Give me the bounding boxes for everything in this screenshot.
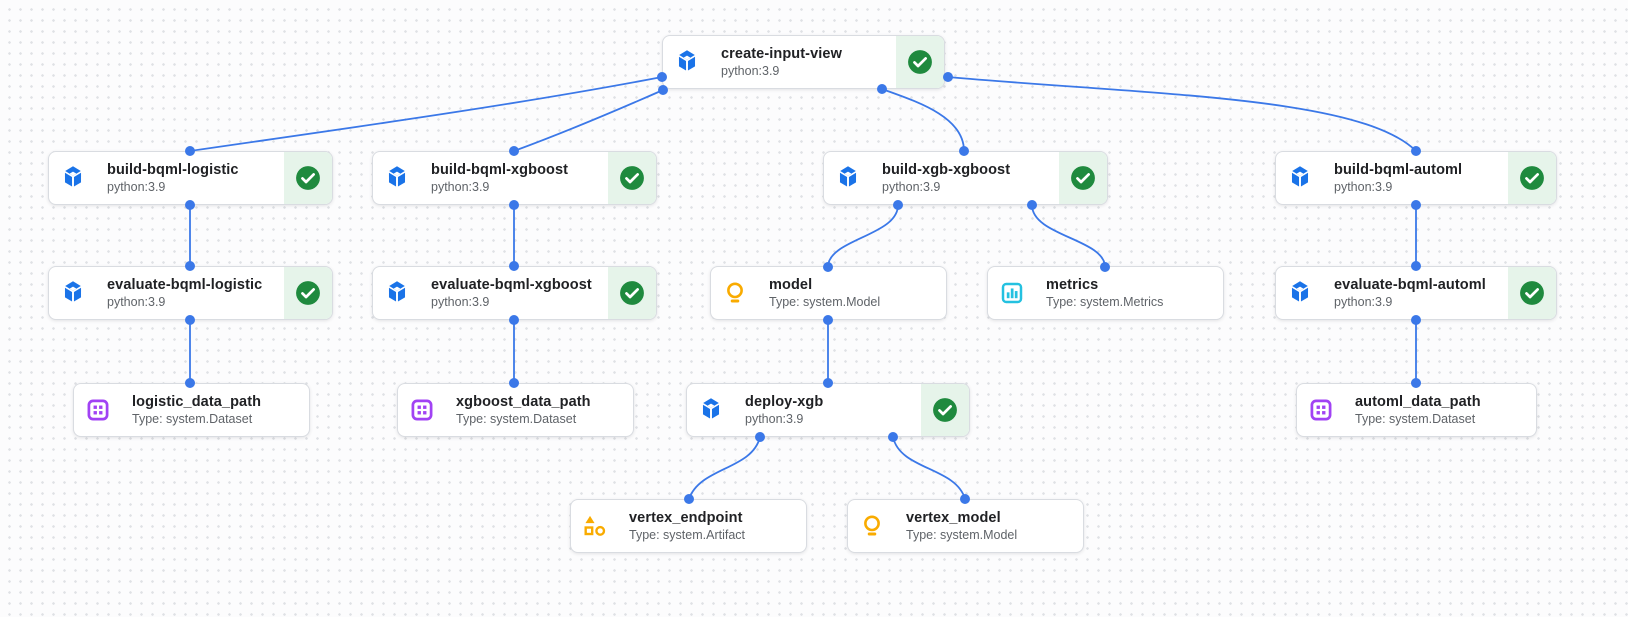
check-circle-icon	[295, 165, 321, 191]
status-succeeded	[608, 267, 656, 319]
check-circle-icon	[1519, 280, 1545, 306]
component-cube-icon	[835, 165, 861, 191]
node-title: vertex_model	[906, 509, 1001, 526]
node-title: evaluate-bqml-logistic	[107, 276, 263, 293]
node-title: evaluate-bqml-xgboost	[431, 276, 592, 293]
node-title: automl_data_path	[1355, 393, 1481, 410]
node-title: xgboost_data_path	[456, 393, 591, 410]
node-subtitle: python:3.9	[431, 179, 490, 194]
artifact-shapes-icon	[582, 513, 608, 539]
check-circle-icon	[1519, 165, 1545, 191]
status-succeeded	[284, 152, 332, 204]
node-subtitle: python:3.9	[882, 179, 941, 194]
node-subtitle: Type: system.Artifact	[629, 527, 746, 542]
status-succeeded	[1508, 152, 1556, 204]
status-succeeded	[1508, 267, 1556, 319]
node-subtitle: python:3.9	[107, 179, 166, 194]
component-cube-icon	[1287, 165, 1313, 191]
status-succeeded	[1059, 152, 1107, 204]
dataset-icon	[1308, 397, 1334, 423]
node-title: evaluate-bqml-automl	[1334, 276, 1486, 293]
node-subtitle: python:3.9	[431, 294, 490, 309]
check-circle-icon	[907, 49, 933, 75]
check-circle-icon	[932, 397, 958, 423]
node-subtitle: Type: system.Dataset	[456, 411, 577, 426]
node-subtitle: Type: system.Dataset	[1355, 411, 1476, 426]
node-subtitle: python:3.9	[721, 63, 780, 78]
check-circle-icon	[619, 165, 645, 191]
node-title: build-bqml-logistic	[107, 161, 239, 178]
dataset-icon	[85, 397, 111, 423]
component-cube-icon	[60, 165, 86, 191]
node-subtitle: python:3.9	[1334, 294, 1393, 309]
check-circle-icon	[295, 280, 321, 306]
node-title: deploy-xgb	[745, 393, 824, 410]
model-bulb-icon	[722, 280, 748, 306]
component-cube-icon	[384, 280, 410, 306]
status-succeeded	[896, 36, 944, 88]
node-title: build-xgb-xgboost	[882, 161, 1011, 178]
component-cube-icon	[384, 165, 410, 191]
status-succeeded	[921, 384, 969, 436]
component-cube-icon	[698, 397, 724, 423]
node-title: create-input-view	[721, 45, 842, 62]
node-subtitle: Type: system.Dataset	[132, 411, 253, 426]
node-title: model	[769, 276, 813, 293]
node-subtitle: python:3.9	[107, 294, 166, 309]
status-succeeded	[284, 267, 332, 319]
node-subtitle: Type: system.Model	[906, 527, 1018, 542]
metrics-icon	[999, 280, 1025, 306]
model-bulb-icon	[859, 513, 885, 539]
node-subtitle: python:3.9	[745, 411, 804, 426]
dataset-icon	[409, 397, 435, 423]
component-cube-icon	[60, 280, 86, 306]
node-subtitle: python:3.9	[1334, 179, 1393, 194]
node-subtitle: Type: system.Model	[769, 294, 881, 309]
check-circle-icon	[1070, 165, 1096, 191]
node-title: build-bqml-xgboost	[431, 161, 569, 178]
component-cube-icon	[1287, 280, 1313, 306]
node-subtitle: Type: system.Metrics	[1046, 294, 1164, 309]
node-title: metrics	[1046, 276, 1099, 293]
check-circle-icon	[619, 280, 645, 306]
node-title: build-bqml-automl	[1334, 161, 1463, 178]
component-cube-icon	[674, 49, 700, 75]
status-succeeded	[608, 152, 656, 204]
node-title: logistic_data_path	[132, 393, 262, 410]
node-title: vertex_endpoint	[629, 509, 743, 526]
